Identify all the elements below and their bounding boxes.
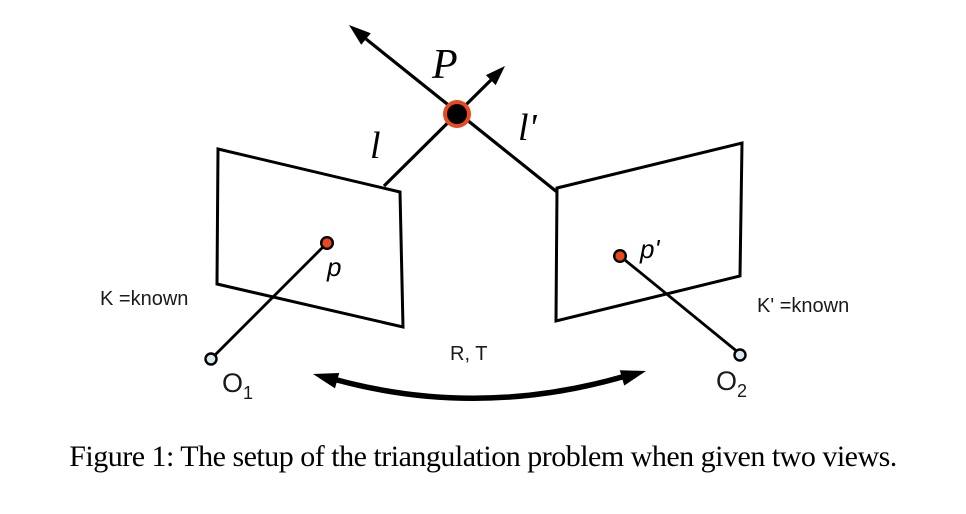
camera-ray-left bbox=[212, 242, 328, 358]
triangulation-diagram bbox=[204, 25, 747, 401]
camera-center-o1-subscript: 1 bbox=[243, 383, 254, 403]
camera-center-o2-label: O2 bbox=[716, 366, 748, 401]
image-point-p-dot bbox=[320, 235, 335, 250]
camera-center-o2-dot bbox=[733, 348, 747, 362]
pose-arrow-curve bbox=[334, 374, 625, 401]
relative-pose-label: R, T bbox=[450, 343, 488, 365]
camera-center-o1-dot bbox=[204, 352, 218, 366]
camera-center-o2-subscript: 2 bbox=[737, 381, 748, 401]
camera-center-o2-base: O bbox=[716, 366, 738, 396]
world-point-dot bbox=[447, 104, 467, 124]
ray-l-arrowhead bbox=[485, 66, 505, 86]
image-point-p-label: p bbox=[327, 252, 342, 282]
world-point-label: P bbox=[432, 42, 458, 88]
pose-arrow-right-head bbox=[619, 370, 646, 386]
left-image-plane bbox=[215, 147, 405, 329]
ray-l-prime-arrowhead bbox=[349, 25, 371, 45]
intrinsics-left-label: K =known bbox=[100, 288, 189, 310]
camera-center-o1-base: O bbox=[222, 368, 244, 398]
intrinsics-right-label: K' =known bbox=[757, 295, 850, 317]
right-image-plane bbox=[554, 141, 744, 323]
figure-caption: Figure 1: The setup of the triangulation… bbox=[69, 440, 897, 473]
image-point-p-prime-dot bbox=[613, 248, 628, 263]
image-point-p-prime-label: p' bbox=[640, 234, 660, 264]
ray-l-label: l bbox=[370, 125, 381, 167]
ray-l-line bbox=[382, 77, 494, 188]
camera-ray-right bbox=[619, 254, 740, 355]
ray-l-prime-label: l' bbox=[518, 107, 537, 149]
camera-center-o1-label: O1 bbox=[222, 368, 254, 403]
pose-arrow-left-head bbox=[313, 373, 340, 389]
